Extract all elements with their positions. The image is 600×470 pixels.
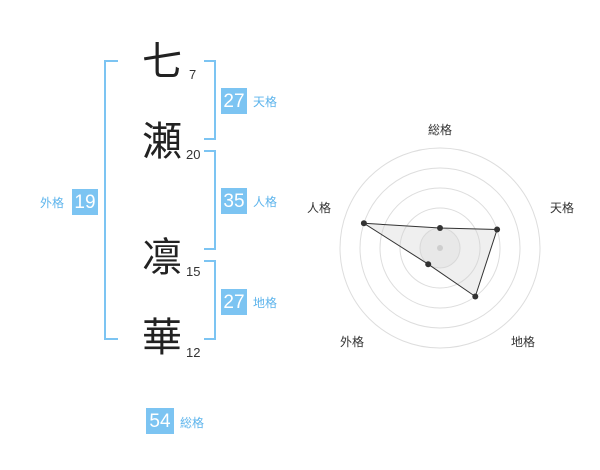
radar-label-jinkaku: 人格 (307, 201, 332, 215)
radar-ring-2 (399, 207, 481, 289)
soukaku-value: 54 (146, 408, 174, 434)
tenkaku-bracket (204, 60, 216, 140)
stroke-count-3: 15 (186, 264, 201, 279)
radar-area (363, 222, 498, 298)
radar-ring-3 (379, 187, 501, 309)
radar-point-人格 (360, 220, 367, 227)
name-char-3: 凛 (142, 235, 182, 281)
soukaku-label: 総格 (180, 416, 205, 430)
chikaku-bracket (204, 260, 216, 340)
radar-center-dot (437, 245, 443, 251)
jinkaku-value: 35 (221, 188, 247, 214)
gaikaku-value: 19 (72, 189, 98, 215)
radar-point-外格 (425, 261, 432, 268)
name-char-4: 華 (142, 315, 182, 361)
chikaku-label: 地格 (253, 296, 278, 310)
chikaku-value: 27 (221, 289, 247, 315)
radar-label-chikaku: 地格 (511, 335, 536, 349)
tenkaku-value: 27 (221, 88, 247, 114)
radar-point-天格 (494, 226, 501, 233)
stroke-count-2: 20 (186, 147, 201, 162)
radar-point-総格 (437, 225, 443, 231)
gaikaku-label: 外格 (40, 196, 65, 210)
jinkaku-label: 人格 (253, 195, 278, 209)
jinkaku-bracket (204, 150, 216, 250)
radar-ring-5 (339, 147, 541, 349)
name-char-1: 七 (142, 39, 182, 85)
radar-label-tenkaku: 天格 (550, 201, 575, 215)
tenkaku-label: 天格 (253, 95, 278, 109)
name-char-2: 瀬 (142, 119, 182, 165)
gaikaku-bracket (104, 60, 118, 340)
radar-label-gaikaku: 外格 (340, 335, 365, 349)
radar-label-soukaku: 総格 (428, 123, 453, 137)
radar-ring-4 (359, 167, 521, 329)
stroke-count-1: 7 (189, 67, 197, 82)
stroke-count-4: 12 (186, 345, 201, 360)
radar-point-地格 (472, 293, 479, 300)
